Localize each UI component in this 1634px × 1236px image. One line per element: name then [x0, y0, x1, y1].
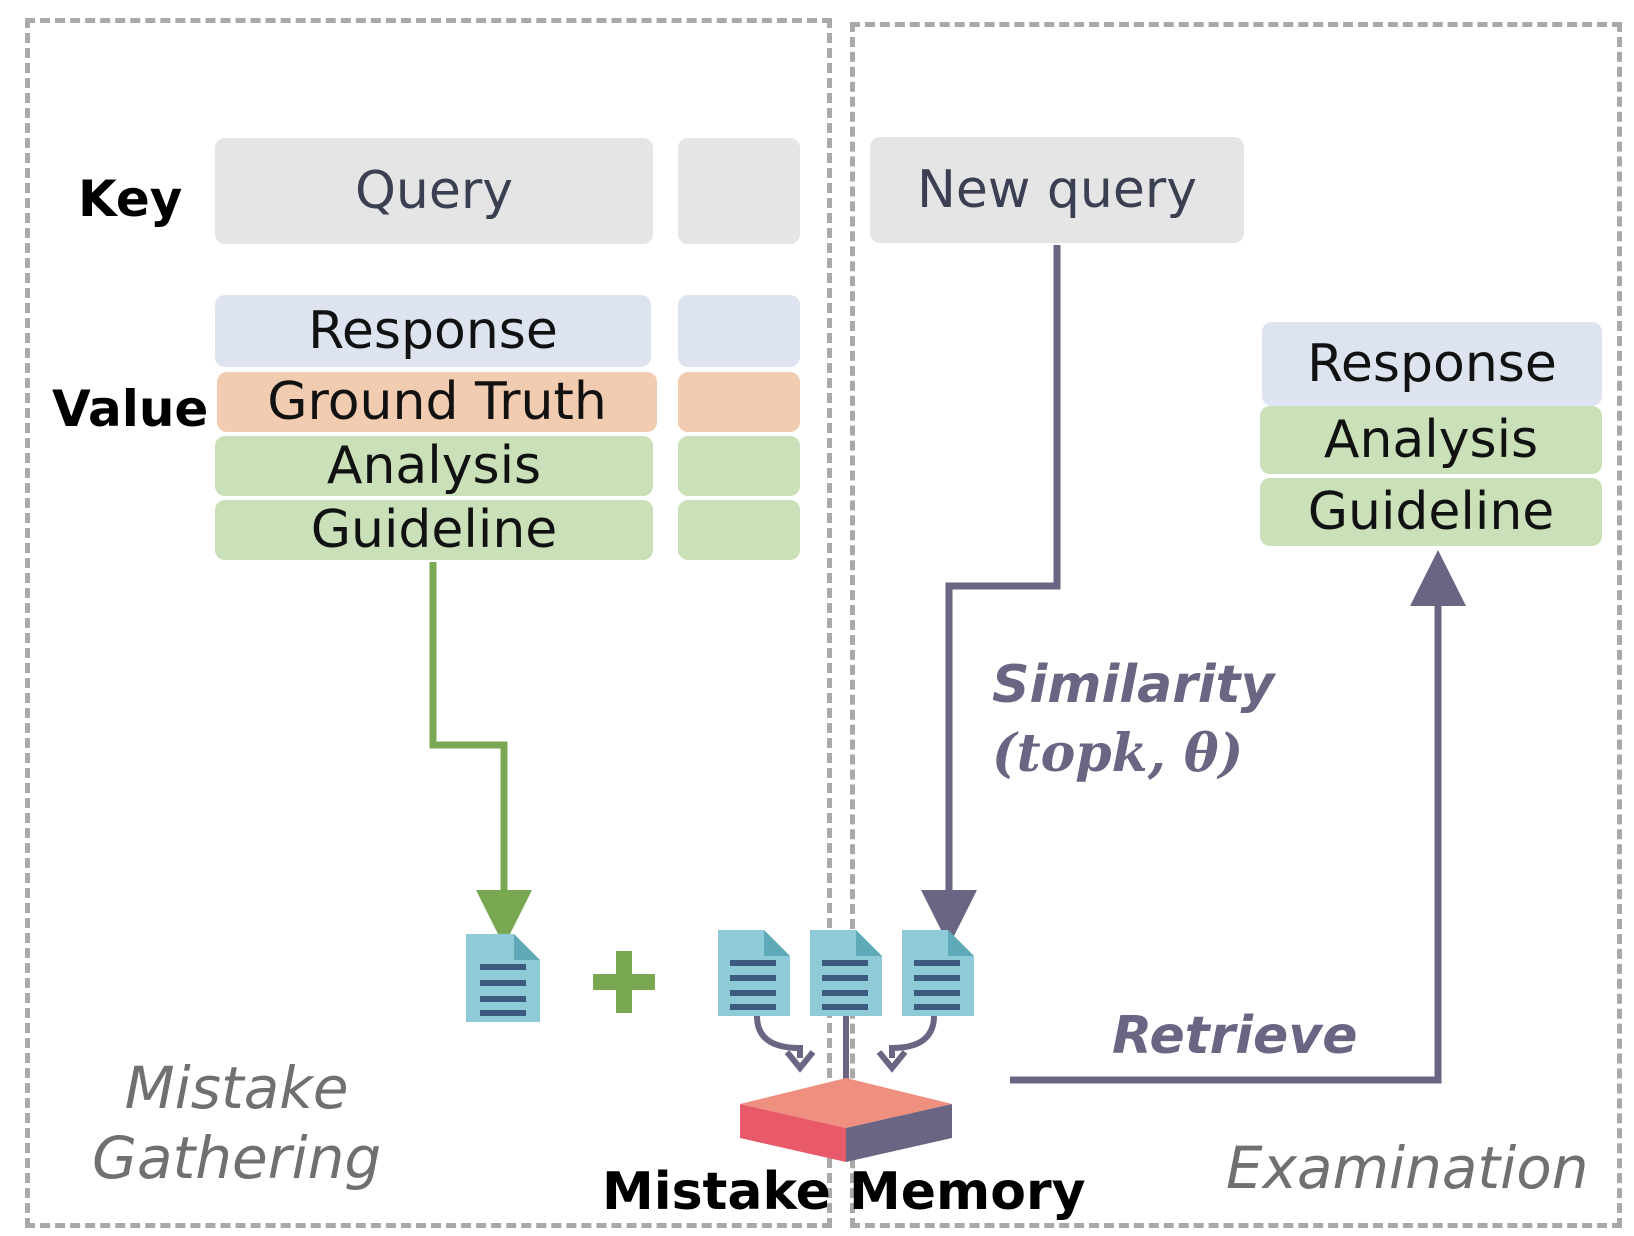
guideline-value-text: Guideline [310, 500, 558, 560]
mistake-gathering-line1: Mistake [124, 1054, 349, 1122]
document-icon [466, 934, 540, 1022]
analysis-placeholder-box [678, 436, 800, 496]
retrieved-response-box: Response [1262, 322, 1602, 406]
merge-arrow-right [889, 1015, 937, 1058]
response-value-text: Response [308, 301, 558, 361]
similarity-label: Similarity (topk, θ) [992, 652, 1274, 787]
mistake-gathering-line2: Gathering [92, 1123, 382, 1192]
examination-label: Examination [1226, 1134, 1589, 1202]
document-icon [810, 930, 882, 1016]
guideline-placeholder-box [678, 500, 800, 560]
ground-truth-value-box: Ground Truth [217, 372, 657, 432]
retrieved-analysis-box: Analysis [1260, 406, 1602, 474]
similarity-label-line1: Similarity [992, 655, 1275, 715]
retrieved-response-text: Response [1307, 334, 1557, 394]
similarity-label-line2: (topk, θ) [992, 722, 1244, 784]
key-label: Key [78, 170, 183, 228]
value-label: Value [52, 380, 209, 438]
analysis-value-text: Analysis [326, 436, 542, 496]
retrieved-guideline-text: Guideline [1307, 482, 1555, 542]
retrieved-guideline-box: Guideline [1260, 478, 1602, 546]
document-icon [902, 930, 974, 1016]
response-value-box: Response [215, 295, 651, 367]
guideline-value-box: Guideline [215, 500, 653, 560]
ground-truth-placeholder-box [678, 372, 800, 432]
retrieved-analysis-text: Analysis [1323, 410, 1539, 470]
document-icon [718, 930, 790, 1016]
retrieve-label: Retrieve [1112, 1006, 1358, 1066]
new-query-text: New query [916, 160, 1198, 220]
mistake-gathering-label: Mistake Gathering [92, 1054, 381, 1193]
plus-icon [593, 951, 655, 1013]
examination-panel [850, 22, 1622, 1228]
response-placeholder-box [678, 295, 800, 367]
mistake-memory-label: Mistake Memory [602, 1162, 1086, 1222]
database-icon [740, 1078, 952, 1162]
green-flow-arrow [429, 562, 532, 946]
similarity-arrow [921, 245, 1061, 946]
query-key-box: Query [215, 138, 653, 244]
query-key-text: Query [354, 161, 514, 221]
analysis-value-box: Analysis [215, 436, 653, 496]
merge-arrow-left [754, 1015, 803, 1058]
key-placeholder-box [678, 138, 800, 244]
retrieve-arrow [1010, 550, 1466, 1084]
new-query-box: New query [870, 137, 1244, 243]
mistake-gathering-panel [25, 18, 832, 1228]
ground-truth-value-text: Ground Truth [267, 372, 607, 432]
